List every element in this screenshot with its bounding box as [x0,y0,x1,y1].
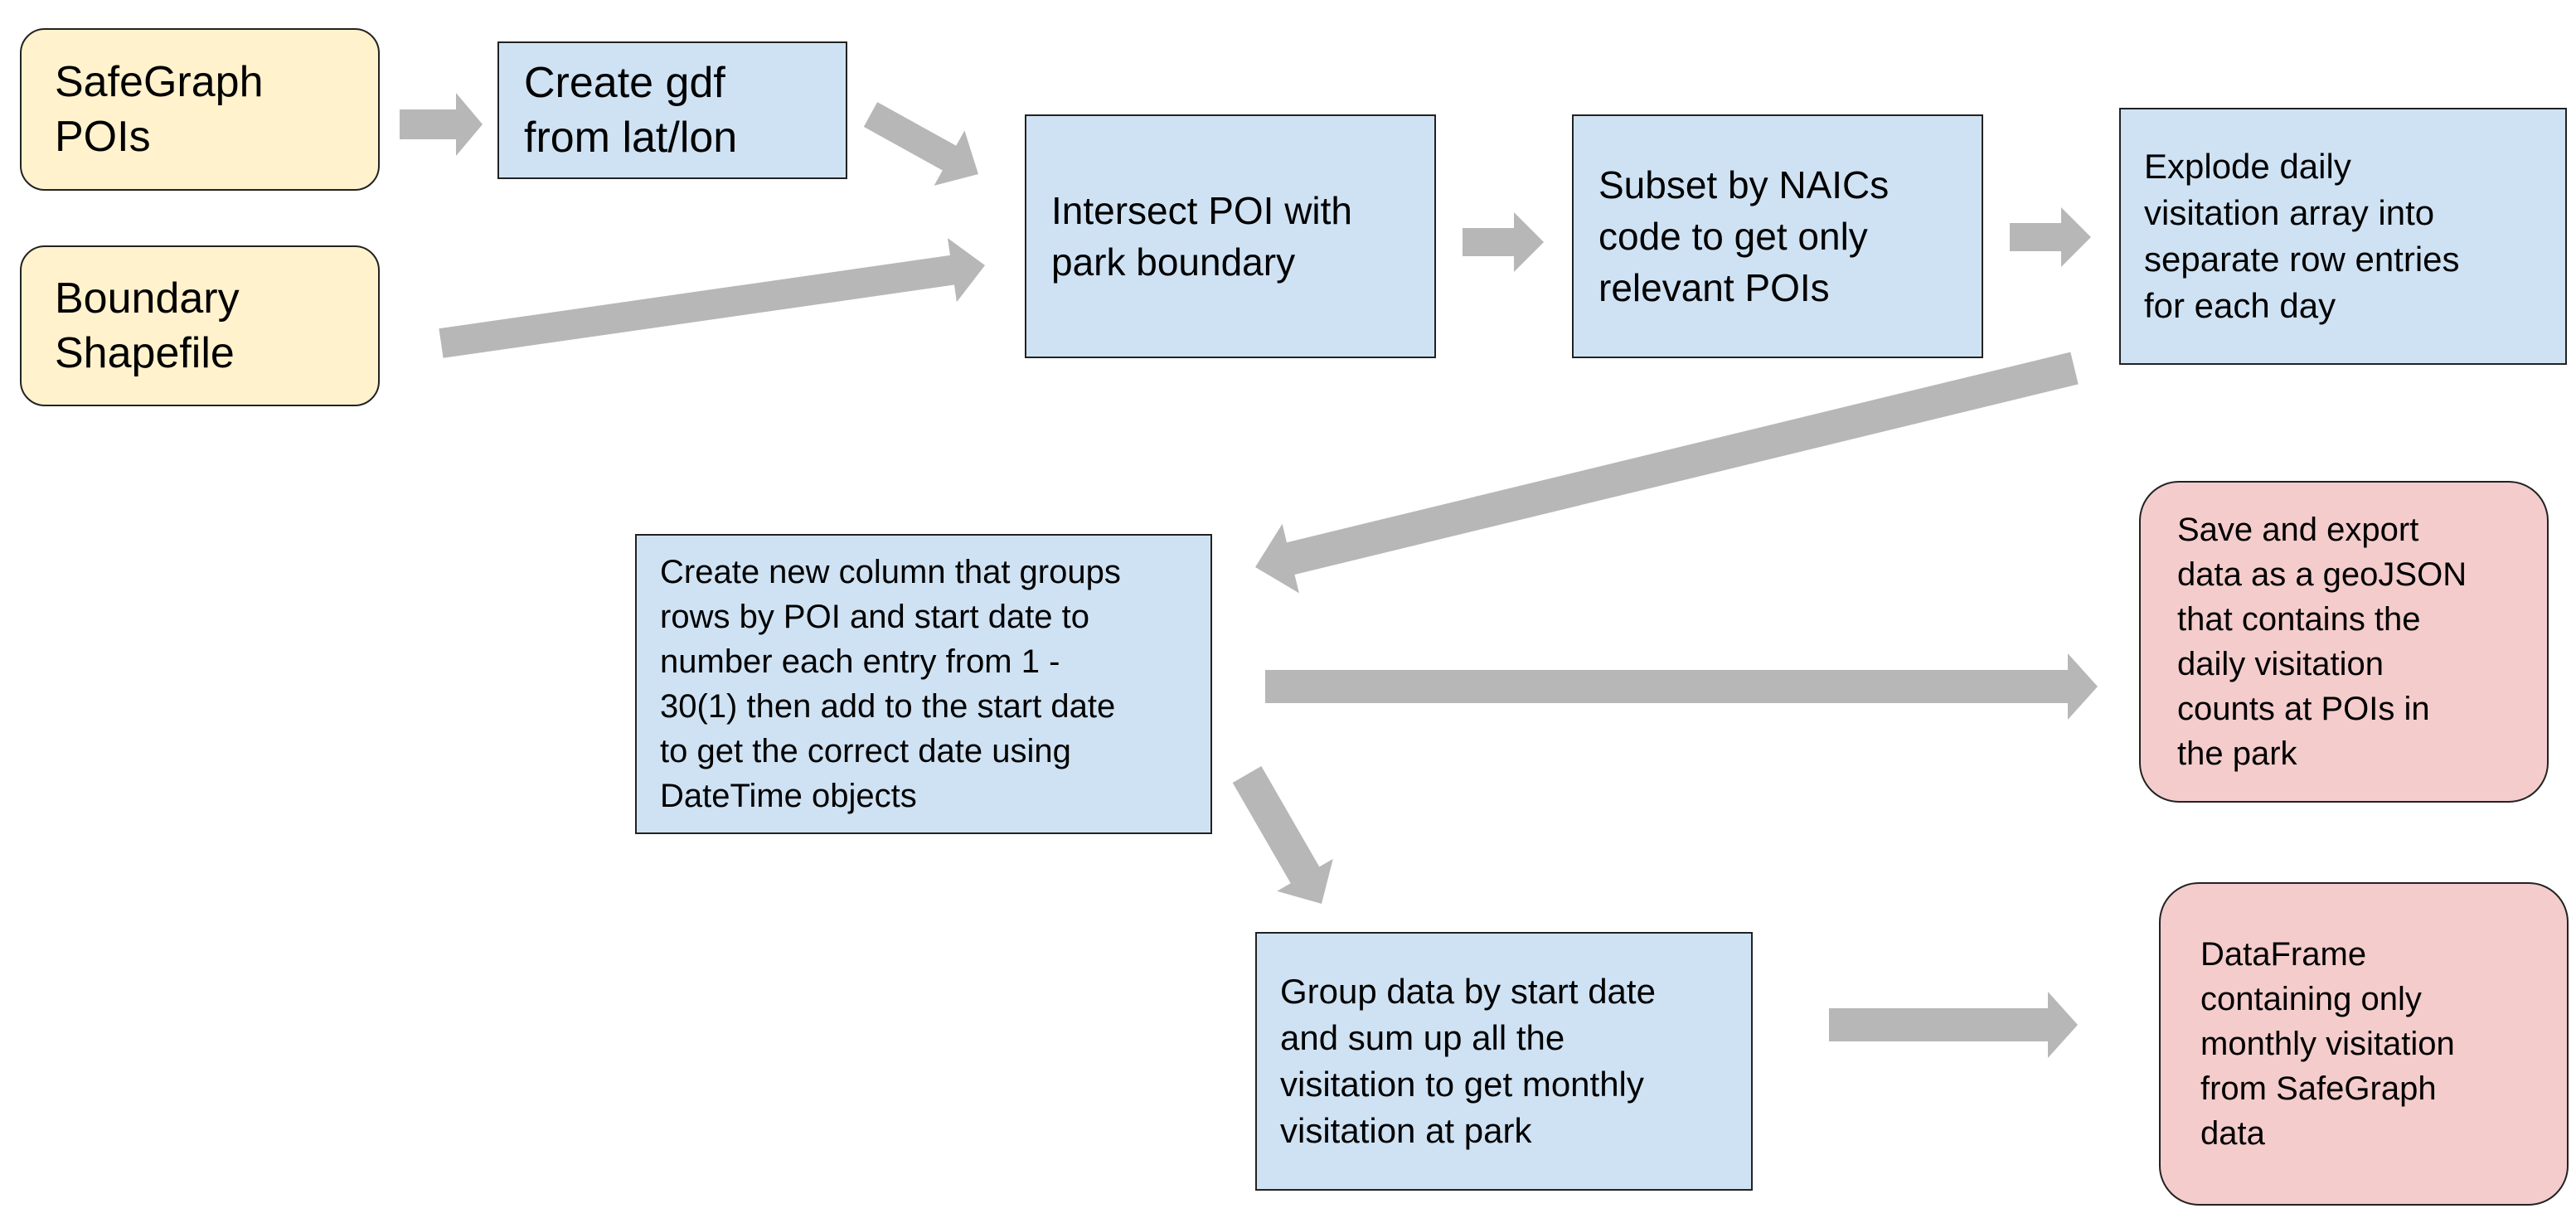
node-create-gdf: Create gdf from lat/lon [497,41,847,179]
node-intersect: Intersect POI with park boundary [1025,114,1436,358]
node-boundary-shapefile: Boundary Shapefile [20,245,380,406]
arrow-subset-to-explode [2010,207,2091,267]
arrow-explode-to-create-column [1255,352,2079,594]
node-safegraph-pois: SafeGraph POIs [20,28,380,191]
node-label: Boundary Shapefile [55,274,240,377]
node-dataframe: DataFrame containing only monthly visita… [2159,882,2569,1206]
node-subset: Subset by NAICs code to get only relevan… [1572,114,1983,358]
arrow-create-column-to-group-data [1232,766,1333,904]
node-label: Explode daily visitation array into sepa… [2144,147,2460,325]
arrow-intersect-to-subset [1463,212,1544,272]
arrow-safegraph-pois-to-create-gdf [400,93,483,156]
node-group-data: Group data by start date and sum up all … [1255,932,1753,1191]
node-explode: Explode daily visitation array into sepa… [2119,108,2567,365]
arrow-create-gdf-to-intersect [863,102,978,186]
node-label: Create gdf from lat/lon [524,59,738,162]
node-save-export: Save and export data as a geoJSON that c… [2139,481,2549,803]
arrow-boundary-shapefile-to-intersect [439,238,985,358]
node-create-column: Create new column that groups rows by PO… [635,534,1212,834]
node-label: Subset by NAICs code to get only relevan… [1598,163,1890,309]
arrow-create-column-to-save-export [1265,653,2098,720]
node-label: Create new column that groups rows by PO… [660,554,1121,814]
node-label: SafeGraph POIs [55,58,264,161]
node-label: Intersect POI with park boundary [1051,189,1353,284]
node-label: DataFrame containing only monthly visita… [2200,936,2455,1152]
node-label: Save and export data as a geoJSON that c… [2177,512,2467,772]
node-label: Group data by start date and sum up all … [1280,972,1656,1150]
arrow-group-data-to-dataframe [1829,992,2078,1058]
